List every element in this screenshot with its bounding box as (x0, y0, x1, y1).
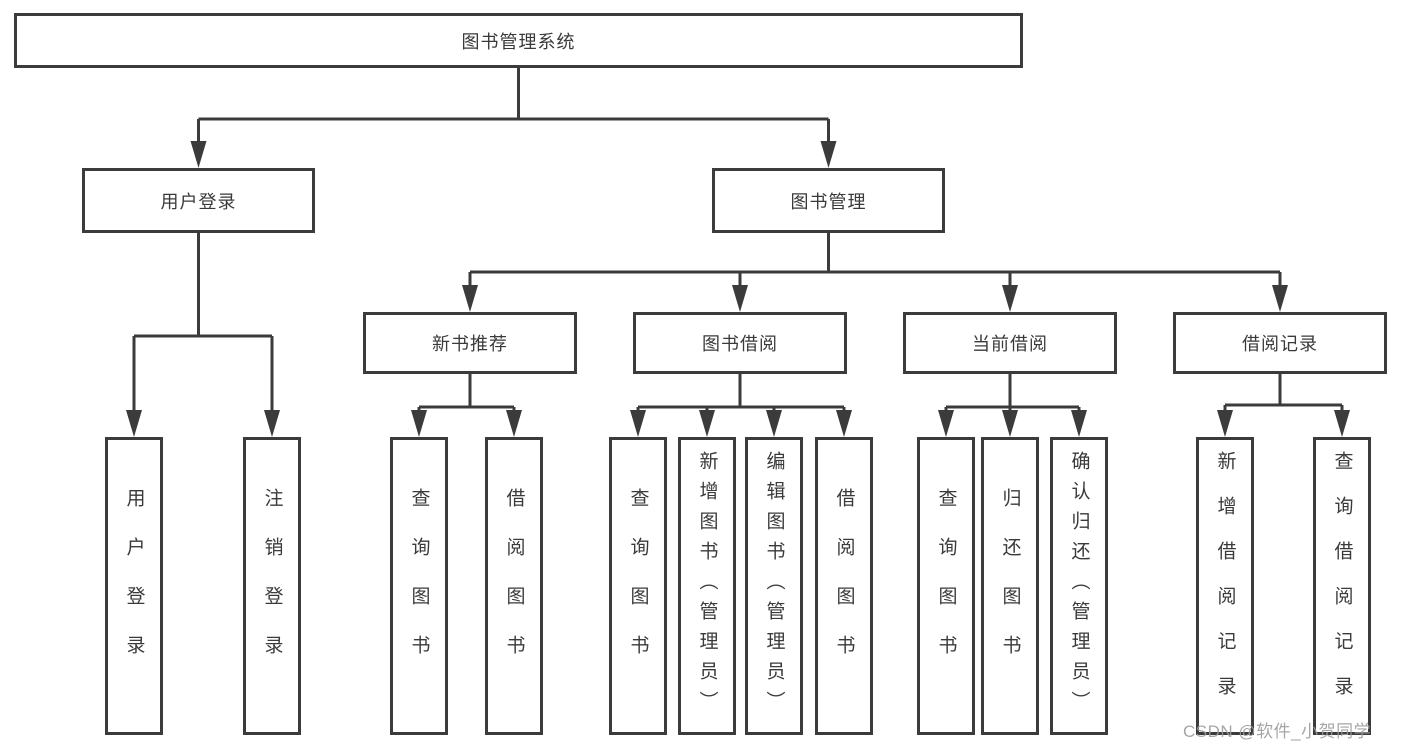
csdn-watermark: CSDN @软件_小贺同学 (1183, 722, 1372, 741)
node-user-login-branch: 用户登录 (82, 168, 315, 233)
node-book-management-branch: 图书管理 (712, 168, 945, 233)
node-current-borrow-label: 当前借阅 (972, 334, 1048, 354)
leaf-user-login-label: 用户登录 (123, 488, 145, 684)
node-current-borrow: 当前借阅 (903, 312, 1117, 374)
leaf-query-books-2-label: 查询图书 (627, 488, 649, 684)
node-book-borrow: 图书借阅 (633, 312, 847, 374)
node-root-system: 图书管理系统 (14, 13, 1023, 68)
leaf-logout: 注销登录 (243, 437, 301, 735)
leaf-query-books-1-label: 查询图书 (408, 488, 430, 684)
leaf-add-books-admin: 新增图书（管理员） (678, 437, 736, 735)
leaf-query-borrow-record-label: 查询借阅记录 (1331, 451, 1353, 721)
leaf-borrow-books-2-label: 借阅图书 (833, 488, 855, 684)
node-borrow-records: 借阅记录 (1173, 312, 1387, 374)
leaf-confirm-return-admin-label: 确认归还（管理员） (1068, 451, 1090, 721)
leaf-confirm-return-admin: 确认归还（管理员） (1050, 437, 1108, 735)
leaf-add-borrow-record-label: 新增借阅记录 (1214, 451, 1236, 721)
leaf-logout-label: 注销登录 (261, 488, 283, 684)
leaf-return-books: 归还图书 (981, 437, 1039, 735)
leaf-edit-books-admin: 编辑图书（管理员） (745, 437, 803, 735)
leaf-borrow-books-1: 借阅图书 (485, 437, 543, 735)
leaf-user-login: 用户登录 (105, 437, 163, 735)
leaf-query-books-3-label: 查询图书 (935, 488, 957, 684)
node-root-system-label: 图书管理系统 (461, 31, 576, 52)
node-user-login-branch-label: 用户登录 (160, 191, 237, 212)
node-new-book-recommend-label: 新书推荐 (432, 334, 508, 354)
leaf-add-books-admin-label: 新增图书（管理员） (696, 451, 718, 721)
leaf-borrow-books-2: 借阅图书 (815, 437, 873, 735)
leaf-borrow-books-1-label: 借阅图书 (503, 488, 525, 684)
node-new-book-recommend: 新书推荐 (363, 312, 577, 374)
node-book-borrow-label: 图书借阅 (702, 334, 778, 354)
node-book-management-branch-label: 图书管理 (790, 191, 867, 212)
leaf-return-books-label: 归还图书 (999, 488, 1021, 684)
leaf-query-books-1: 查询图书 (390, 437, 448, 735)
leaf-query-books-3: 查询图书 (917, 437, 975, 735)
leaf-add-borrow-record: 新增借阅记录 (1196, 437, 1254, 735)
leaf-query-books-2: 查询图书 (609, 437, 667, 735)
leaf-edit-books-admin-label: 编辑图书（管理员） (763, 451, 785, 721)
leaf-query-borrow-record: 查询借阅记录 (1313, 437, 1371, 735)
node-borrow-records-label: 借阅记录 (1242, 334, 1318, 354)
